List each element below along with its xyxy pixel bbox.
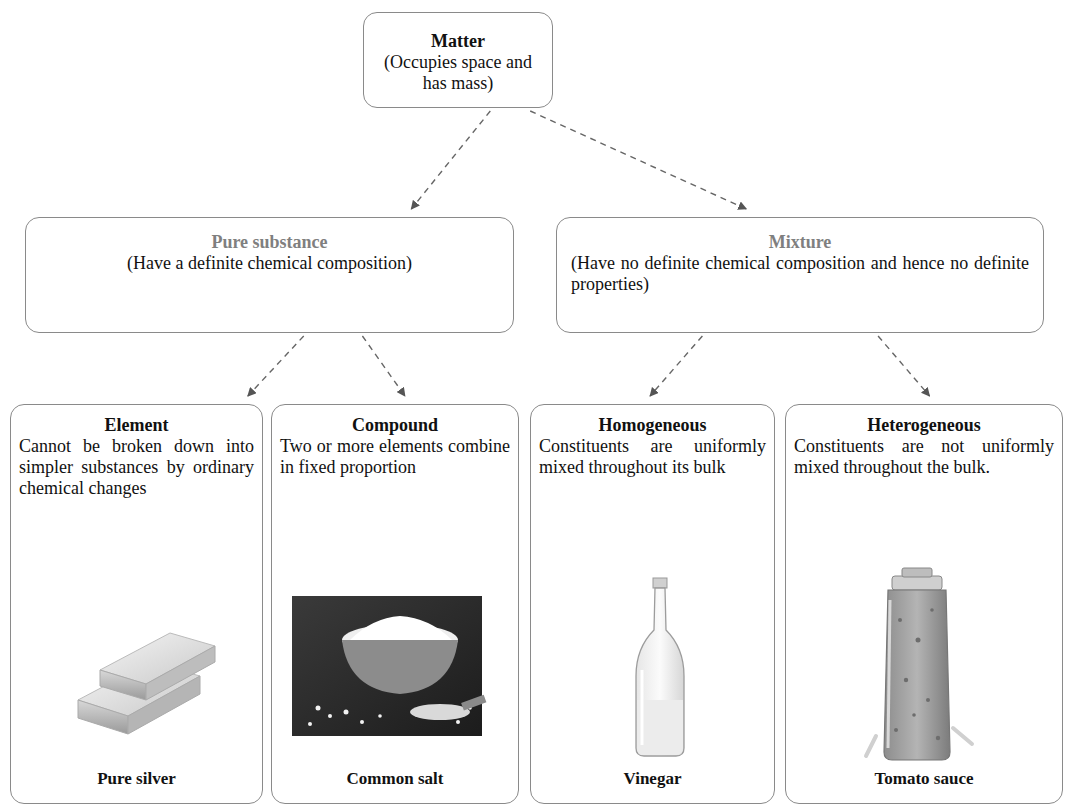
type-title: Homogeneous [539,415,766,436]
example-caption: Tomato sauce [786,769,1062,789]
dashed-arrow [248,336,304,396]
root-box: Matter(Occupies space and has mass) [363,12,553,108]
type-title: Element [19,415,254,436]
type-desc: Cannot be broken down into simpler subst… [19,436,254,499]
category-title: Pure substance [38,232,501,253]
salt-photo [292,596,486,736]
example-caption: Vinegar [531,769,774,789]
category-box: Mixture(Have no definite chemical compos… [556,217,1044,333]
sauce-carafe [866,568,972,760]
type-box: CompoundTwo or more elements combine in … [271,404,519,804]
dashed-arrow [411,111,490,209]
dashed-arrow [650,336,702,396]
silver-bars [78,633,215,734]
type-title: Compound [280,415,510,436]
type-desc: Two or more elements combine in fixed pr… [280,436,510,478]
type-box: HeterogeneousConstituents are not unifor… [785,404,1063,804]
category-desc: (Have no definite chemical composition a… [571,253,1029,295]
category-desc: (Have a definite chemical composition) [38,253,501,274]
type-box: ElementCannot be broken down into simple… [10,404,263,804]
dashed-arrow [878,336,929,396]
category-title: Mixture [571,232,1029,253]
root-desc: (Occupies space and has mass) [374,52,542,94]
type-box: HomogeneousConstituents are uniformly mi… [530,404,775,804]
example-caption: Pure silver [11,769,262,789]
example-caption: Common salt [272,769,518,789]
type-desc: Constituents are uniformly mixed through… [539,436,766,478]
type-title: Heterogeneous [794,415,1054,436]
vinegar-bottle [636,578,684,756]
dashed-arrow [362,336,405,396]
root-title: Matter [374,31,542,52]
type-desc: Constituents are not uniformly mixed thr… [794,436,1054,478]
category-box: Pure substance(Have a definite chemical … [25,217,514,333]
dashed-arrow [530,111,746,209]
